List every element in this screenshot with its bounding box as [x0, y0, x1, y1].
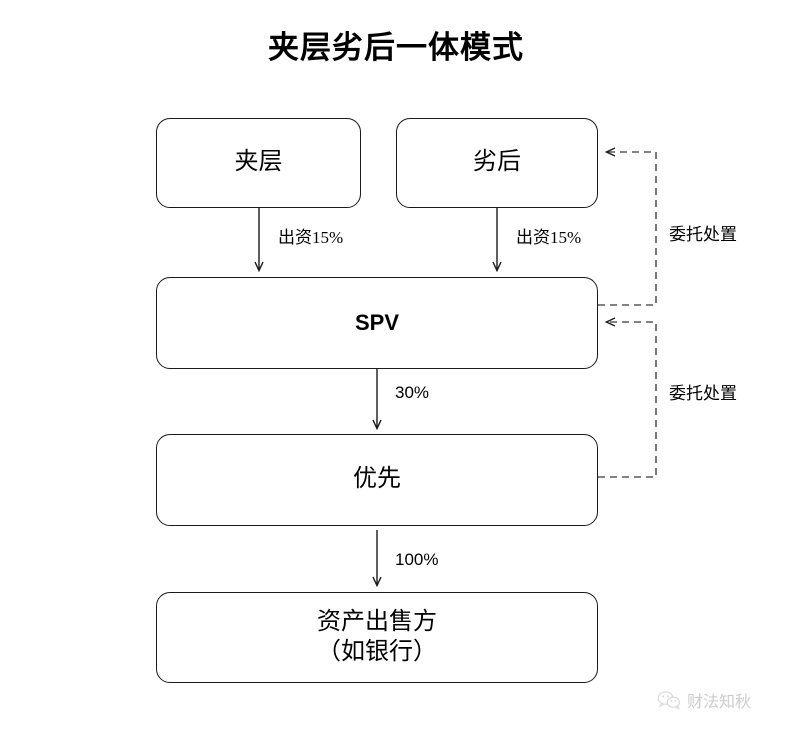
- edge-label-subordinate-to-spv: 出资15%: [516, 228, 582, 247]
- node-subordinate-label: 劣后: [473, 149, 521, 176]
- edge-label-mezzanine-to-spv: 出资15%: [278, 228, 344, 247]
- node-mezzanine[interactable]: 夹层: [156, 118, 361, 208]
- node-senior[interactable]: 优先: [156, 434, 598, 526]
- watermark-text: 财法知秋: [687, 694, 752, 711]
- watermark: 财法知秋: [657, 688, 751, 712]
- node-asset-seller[interactable]: 资产出售方 （如银行）: [156, 592, 598, 683]
- node-asset-seller-label: 资产出售方 （如银行）: [317, 609, 437, 665]
- node-subordinate[interactable]: 劣后: [396, 118, 598, 208]
- wechat-icon: [657, 691, 681, 710]
- node-mezzanine-label: 夹层: [234, 149, 283, 176]
- page-title: 夹层劣后一体模式: [268, 30, 524, 65]
- edge-senior-to-spv: [598, 322, 657, 478]
- node-spv-label: SPV: [354, 309, 400, 335]
- edge-spv-to-subordinate: [598, 152, 657, 306]
- edge-label-senior-to-seller: 100%: [395, 550, 439, 569]
- edge-label-senior-to-spv: 委托处置: [669, 384, 737, 403]
- edge-label-spv-to-subordinate: 委托处置: [669, 225, 737, 244]
- edge-label-spv-to-senior: 30%: [395, 383, 430, 402]
- node-spv[interactable]: SPV: [156, 277, 598, 369]
- node-senior-label: 优先: [353, 466, 401, 493]
